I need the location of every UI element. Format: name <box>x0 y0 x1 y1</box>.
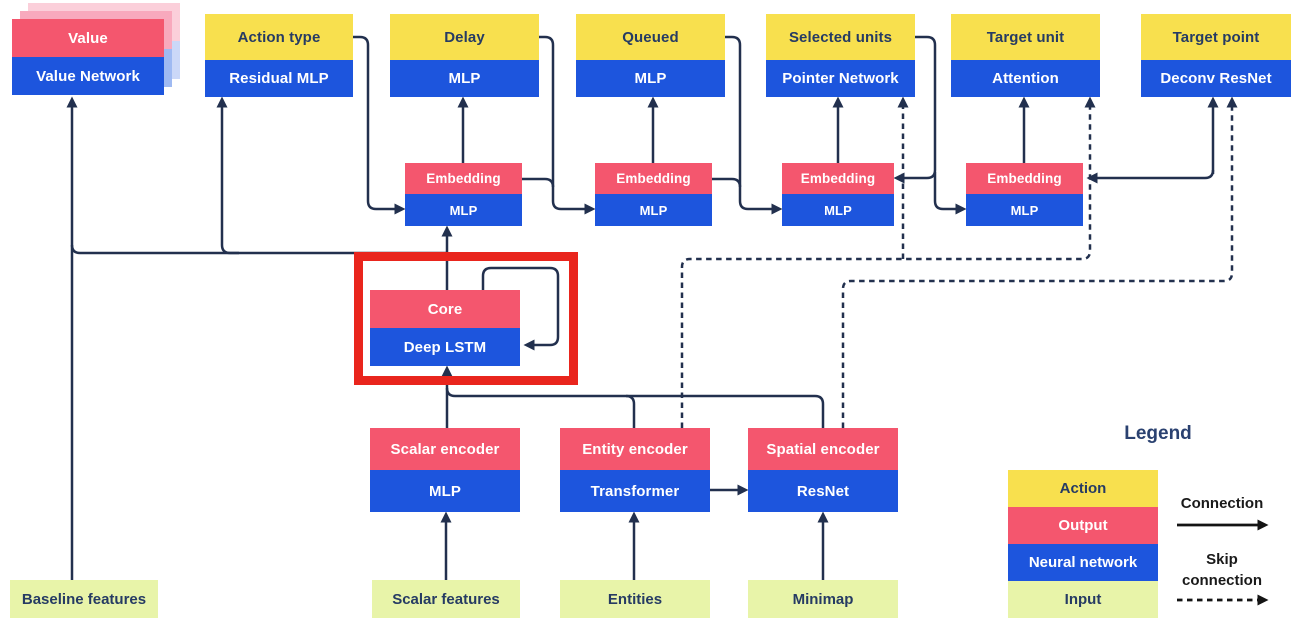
node-embedding-2: Embedding MLP <box>595 163 712 226</box>
legend-item-input: Input <box>1008 581 1158 618</box>
node-spatial-encoder-network-label: ResNet <box>748 470 898 512</box>
node-selected-units: Selected units Pointer Network <box>766 14 915 97</box>
node-entity-encoder-network-label: Transformer <box>560 470 710 512</box>
node-core-output-label: Core <box>370 290 520 328</box>
node-embedding-4: Embedding MLP <box>966 163 1083 226</box>
core-highlight-box <box>354 252 578 385</box>
node-core-network-label: Deep LSTM <box>370 328 520 366</box>
node-value-network-label: Value Network <box>12 57 164 95</box>
node-target-point: Target point Deconv ResNet <box>1141 14 1291 97</box>
node-entities: Entities <box>560 580 710 618</box>
node-target-unit-network-label: Attention <box>951 60 1100 97</box>
skip-connection-line <box>680 96 1096 428</box>
recurrent-loop-line <box>481 266 560 351</box>
node-delay-action-label: Delay <box>390 14 539 60</box>
node-core: Core Deep LSTM <box>370 290 520 366</box>
legend-skip-label-line2: connection <box>1181 572 1262 589</box>
node-embedding-3-network-label: MLP <box>782 194 894 226</box>
legend-skip-connection-label: Skip connection <box>1152 549 1292 591</box>
node-scalar-encoder: Scalar encoder MLP <box>370 428 520 512</box>
legend-item-neural-network: Neural network <box>1008 544 1158 581</box>
node-embedding-1-output-label: Embedding <box>405 163 522 194</box>
node-embedding-1: Embedding MLP <box>405 163 522 226</box>
node-delay-network-label: MLP <box>390 60 539 97</box>
node-target-unit: Target unit Attention <box>951 14 1100 97</box>
node-queued: Queued MLP <box>576 14 725 97</box>
solid-connections <box>66 35 1219 580</box>
connection-line <box>216 96 239 255</box>
node-value: Value Value Network <box>12 19 164 95</box>
legend-arrows <box>1177 519 1269 606</box>
node-embedding-4-output-label: Embedding <box>966 163 1083 194</box>
node-embedding-3: Embedding MLP <box>782 163 894 226</box>
node-action-type-network-label: Residual MLP <box>205 60 353 97</box>
node-embedding-4-network-label: MLP <box>966 194 1083 226</box>
connection-line <box>893 35 937 184</box>
node-scalar-encoder-output-label: Scalar encoder <box>370 428 520 470</box>
connection-line <box>353 35 406 215</box>
node-target-unit-action-label: Target unit <box>951 14 1100 60</box>
connection-line <box>522 177 555 188</box>
connection-line <box>625 394 636 428</box>
node-queued-action-label: Queued <box>576 14 725 60</box>
node-action-type: Action type Residual MLP <box>205 14 353 97</box>
node-entity-encoder-output-label: Entity encoder <box>560 428 710 470</box>
node-spatial-encoder: Spatial encoder ResNet <box>748 428 898 512</box>
node-embedding-3-output-label: Embedding <box>782 163 894 194</box>
node-action-type-action-label: Action type <box>205 14 353 60</box>
node-target-point-network-label: Deconv ResNet <box>1141 60 1291 97</box>
node-value-output-label: Value <box>12 19 164 57</box>
node-minimap: Minimap <box>748 580 898 618</box>
legend-title: Legend <box>1124 423 1192 444</box>
node-queued-network-label: MLP <box>576 60 725 97</box>
skip-connection-line <box>841 96 1238 428</box>
connection-line <box>539 35 596 215</box>
node-selected-units-network-label: Pointer Network <box>766 60 915 97</box>
node-embedding-2-network-label: MLP <box>595 194 712 226</box>
node-selected-units-action-label: Selected units <box>766 14 915 60</box>
node-scalar-features: Scalar features <box>372 580 520 618</box>
node-embedding-2-output-label: Embedding <box>595 163 712 194</box>
connection-line <box>725 35 783 215</box>
legend-skip-label-line1: Skip <box>1206 551 1238 568</box>
legend-connection-label: Connection <box>1180 495 1264 512</box>
node-spatial-encoder-output-label: Spatial encoder <box>748 428 898 470</box>
legend-item-output: Output <box>1008 507 1158 544</box>
node-entity-encoder: Entity encoder Transformer <box>560 428 710 512</box>
connection-line <box>712 177 742 188</box>
node-scalar-encoder-network-label: MLP <box>370 470 520 512</box>
legend-item-action: Action <box>1008 470 1158 507</box>
connection-line <box>70 244 447 255</box>
skip-connections <box>680 96 1238 428</box>
node-target-point-action-label: Target point <box>1141 14 1291 60</box>
legend-color-key: Action Output Neural network Input <box>1008 470 1158 618</box>
node-delay: Delay MLP <box>390 14 539 97</box>
node-baseline-features: Baseline features <box>10 580 158 618</box>
connection-line <box>933 172 967 215</box>
connection-line <box>1086 169 1215 184</box>
node-embedding-1-network-label: MLP <box>405 194 522 226</box>
